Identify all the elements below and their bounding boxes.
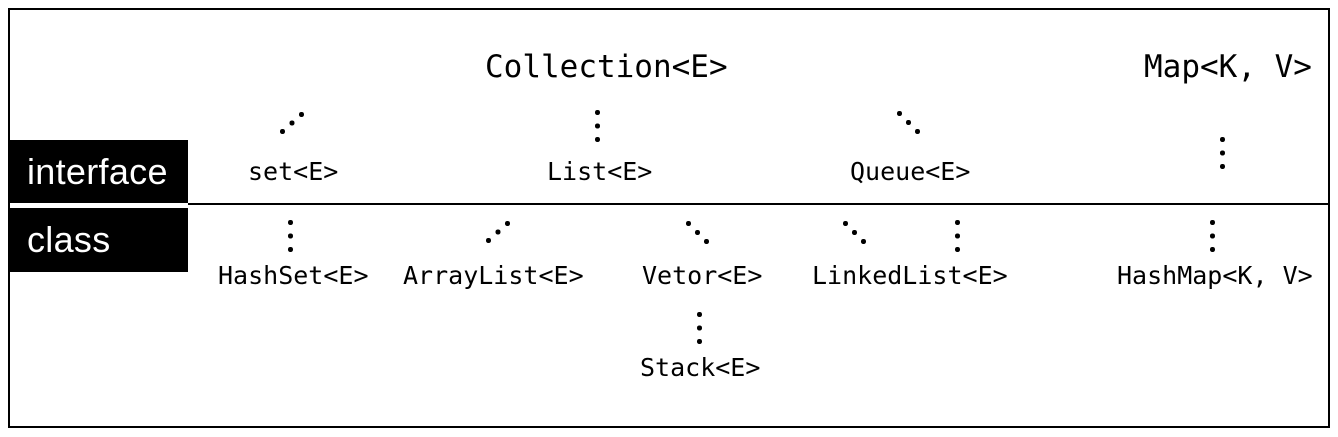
dotted-connector-vetor-stack [697,312,702,317]
dotted-connector-collection-set [280,129,285,134]
node-set-interface: set<E> [248,157,339,186]
node-collection-interface: Collection<E> [485,49,728,85]
node-stack-class: Stack<E> [640,353,761,382]
node-list-interface: List<E> [547,157,653,186]
dotted-connector-map-hashmap [1210,220,1215,225]
node-linkedlist-class: LinkedList<E> [812,261,1008,290]
dotted-connector-list-arraylist [486,238,491,243]
dotted-connector-collection-list [595,110,600,115]
dotted-connector-collection-queue [897,111,902,116]
row-separator-line [188,203,1330,205]
dotted-connector-queue-linkedlist [955,220,960,225]
dotted-connector-map-upper [1220,137,1225,142]
node-hashmap-class: HashMap<K, V> [1117,261,1313,290]
node-queue-interface: Queue<E> [850,157,971,186]
row-label-interface: interface [10,140,188,203]
node-map-interface: Map<K, V> [1144,49,1312,85]
row-label-class-text: class [27,219,111,260]
dotted-connector-list-linkedlist [843,221,848,226]
row-label-interface-text: interface [27,150,168,192]
dotted-connector-list-vetor [686,221,691,226]
node-vetor-class: Vetor<E> [642,261,763,290]
node-hashset-class: HashSet<E> [218,261,369,290]
dotted-connector-set-hashset [288,220,293,225]
row-label-class: class [10,208,188,272]
node-arraylist-class: ArrayList<E> [403,261,584,290]
diagram-border-frame [8,8,1330,428]
